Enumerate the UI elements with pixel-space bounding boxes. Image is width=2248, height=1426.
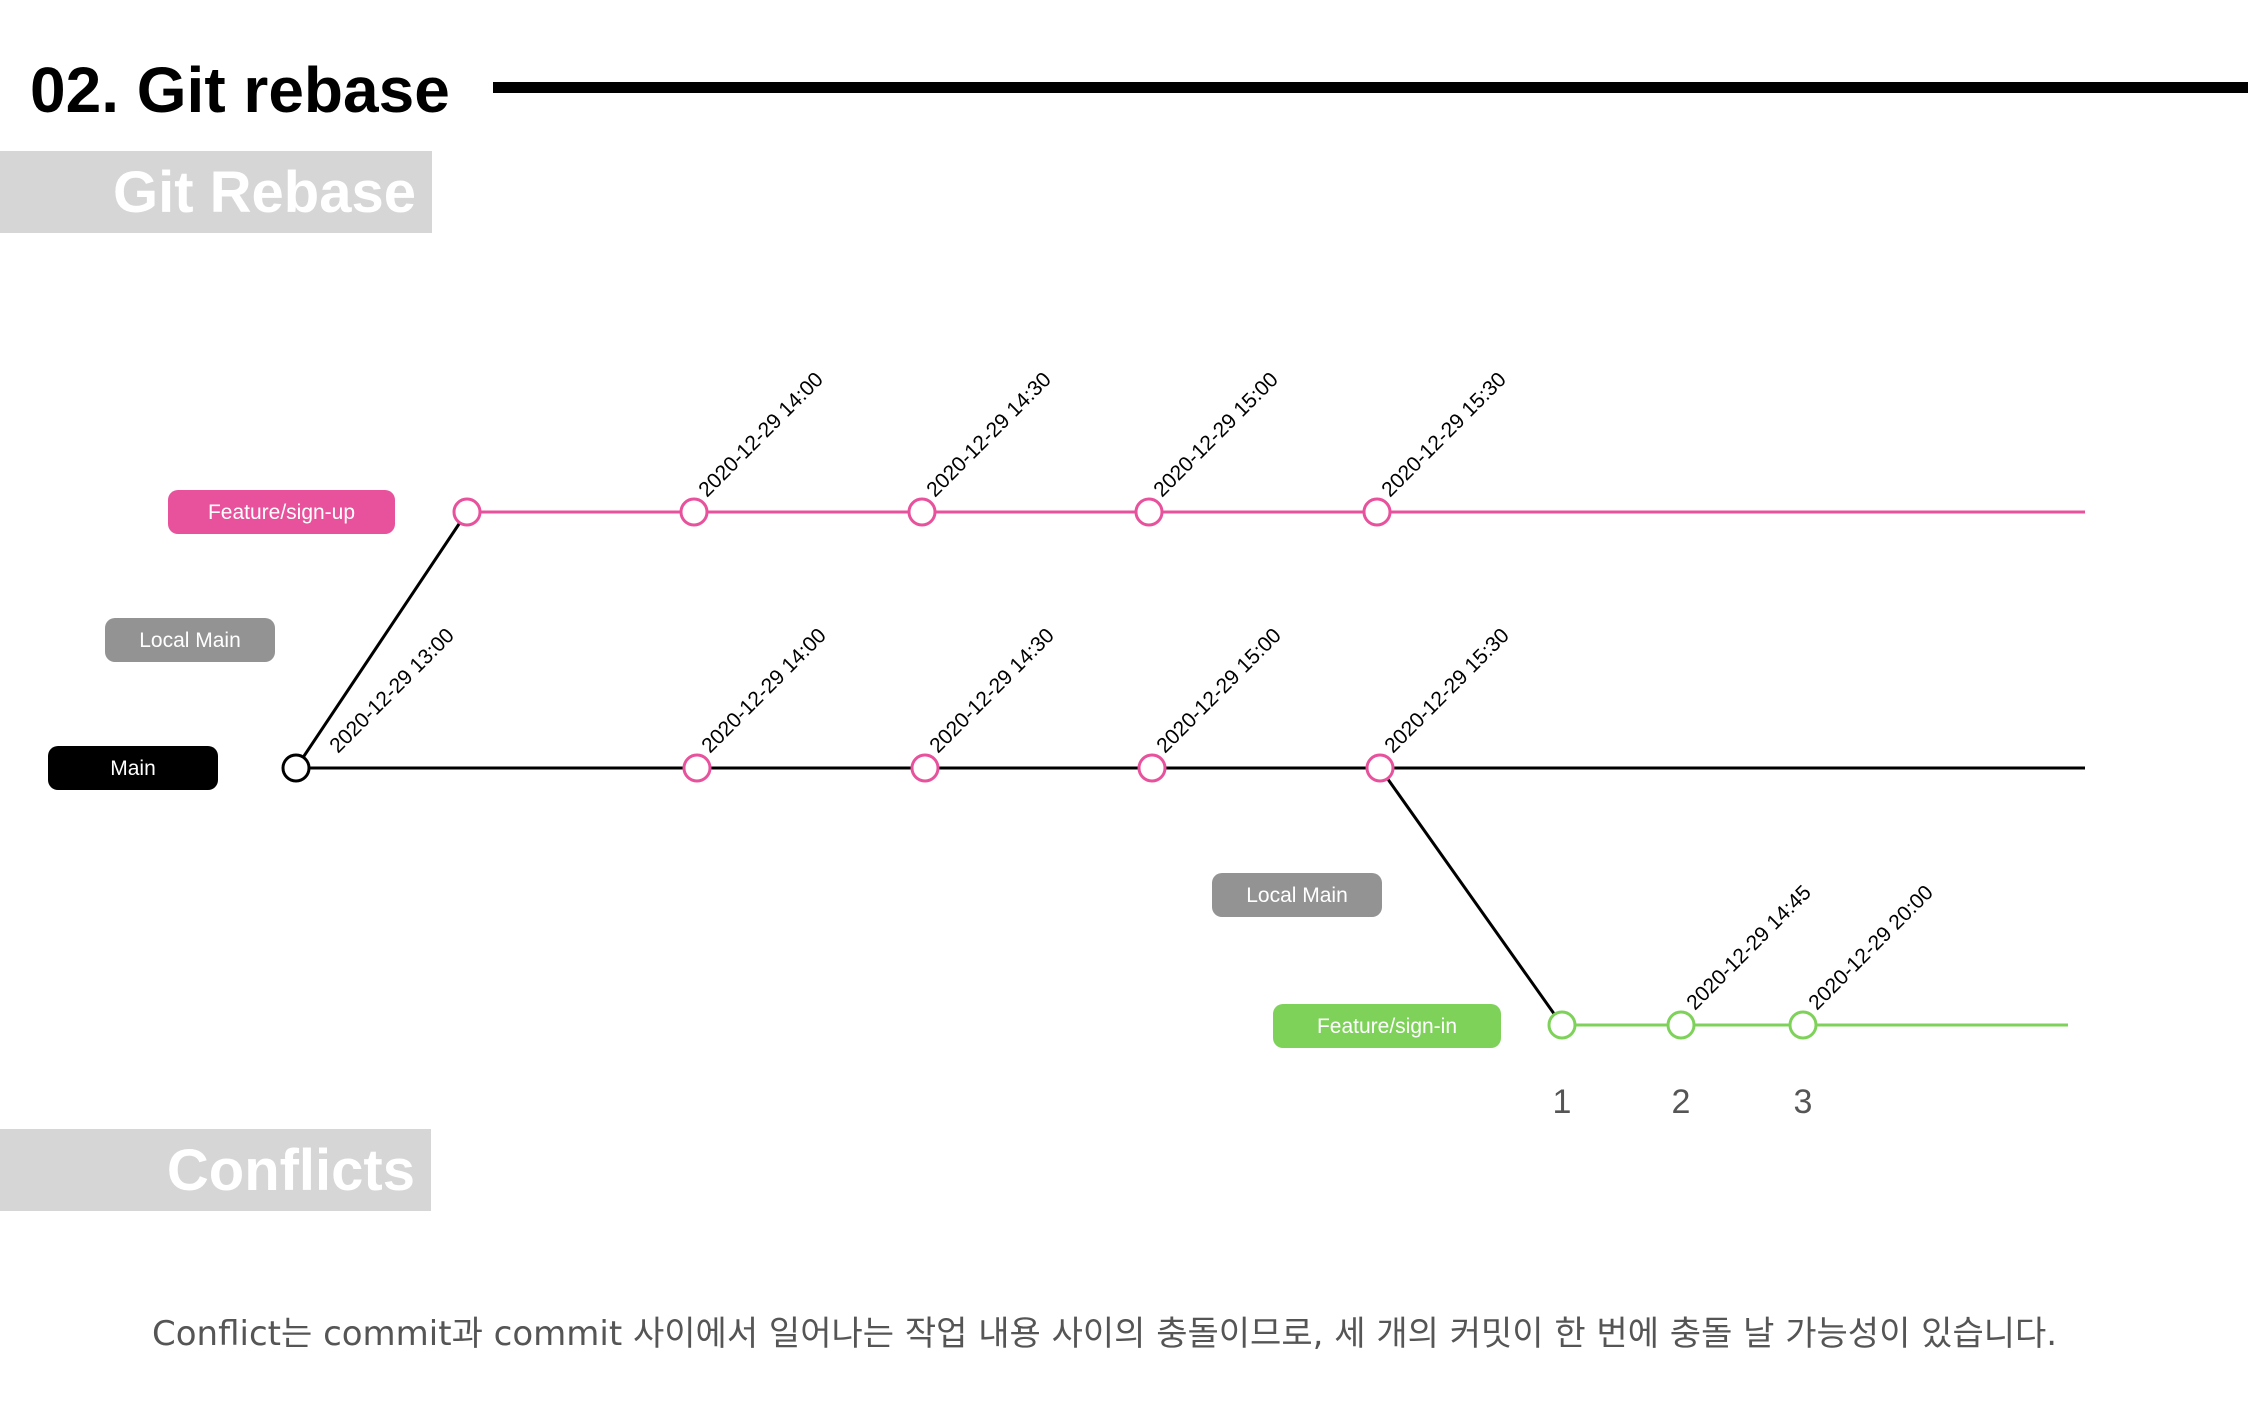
label-local-main-top: Local Main: [105, 618, 275, 662]
commit-node-signup-start: [452, 497, 482, 527]
commit-number-2: 2: [1672, 1083, 1691, 1121]
label-feature-signup-text: Feature/sign-up: [208, 501, 355, 524]
label-local-main-top-text: Local Main: [139, 629, 241, 652]
label-feature-signin: Feature/sign-in: [1273, 1004, 1501, 1048]
section-header-git-rebase: Git Rebase: [0, 151, 432, 233]
commit-time-signup-1: 2020-12-29 14:00: [694, 368, 828, 502]
label-feature-signup: Feature/sign-up: [168, 490, 395, 534]
commit-node-main-3: [1137, 753, 1167, 783]
commit-number-1: 1: [1553, 1083, 1572, 1121]
title-rule: [493, 82, 2248, 93]
commit-node-root: [281, 753, 311, 783]
commit-time-main-1: 2020-12-29 14:00: [697, 624, 831, 758]
root-to-signup-line: [294, 511, 469, 769]
label-local-main-mid: Local Main: [1212, 873, 1382, 917]
commit-node-main-2: [910, 753, 940, 783]
commit-node-main-1: [682, 753, 712, 783]
page-title: 02. Git rebase: [30, 54, 450, 126]
commit-node-signup-4: [1362, 497, 1392, 527]
commit-time-main-4: 2020-12-29 15:30: [1380, 624, 1514, 758]
commit-time-main-3: 2020-12-29 15:00: [1152, 624, 1286, 758]
commit-node-signup-3: [1134, 497, 1164, 527]
label-main: Main: [48, 746, 218, 790]
conflict-description: Conflict는 commit과 commit 사이에서 일어나는 작업 내용…: [152, 1314, 2058, 1354]
label-feature-signin-text: Feature/sign-in: [1317, 1015, 1457, 1038]
commit-time-main-2: 2020-12-29 14:30: [925, 624, 1059, 758]
commit-node-main-4: [1365, 753, 1395, 783]
label-main-text: Main: [110, 757, 156, 780]
commit-time-signin-2: 2020-12-29 14:45: [1682, 881, 1816, 1015]
commit-time-signin-3: 2020-12-29 20:00: [1804, 881, 1938, 1015]
commit-node-signin-1: [1547, 1010, 1577, 1040]
commit-node-signin-3: [1788, 1010, 1818, 1040]
section-header-conflicts: Conflicts: [0, 1129, 431, 1211]
commit-number-3: 3: [1794, 1083, 1813, 1121]
main-to-signin-line: [1378, 767, 1564, 1026]
commit-node-signup-1: [679, 497, 709, 527]
commit-time-signup-2: 2020-12-29 14:30: [922, 368, 1056, 502]
label-local-main-mid-text: Local Main: [1246, 884, 1348, 907]
commit-time-signup-4: 2020-12-29 15:30: [1377, 368, 1511, 502]
commit-time-signup-3: 2020-12-29 15:00: [1149, 368, 1283, 502]
commit-node-signin-2: [1666, 1010, 1696, 1040]
commit-time-root: 2020-12-29 13:00: [325, 624, 459, 758]
commit-node-signup-2: [907, 497, 937, 527]
